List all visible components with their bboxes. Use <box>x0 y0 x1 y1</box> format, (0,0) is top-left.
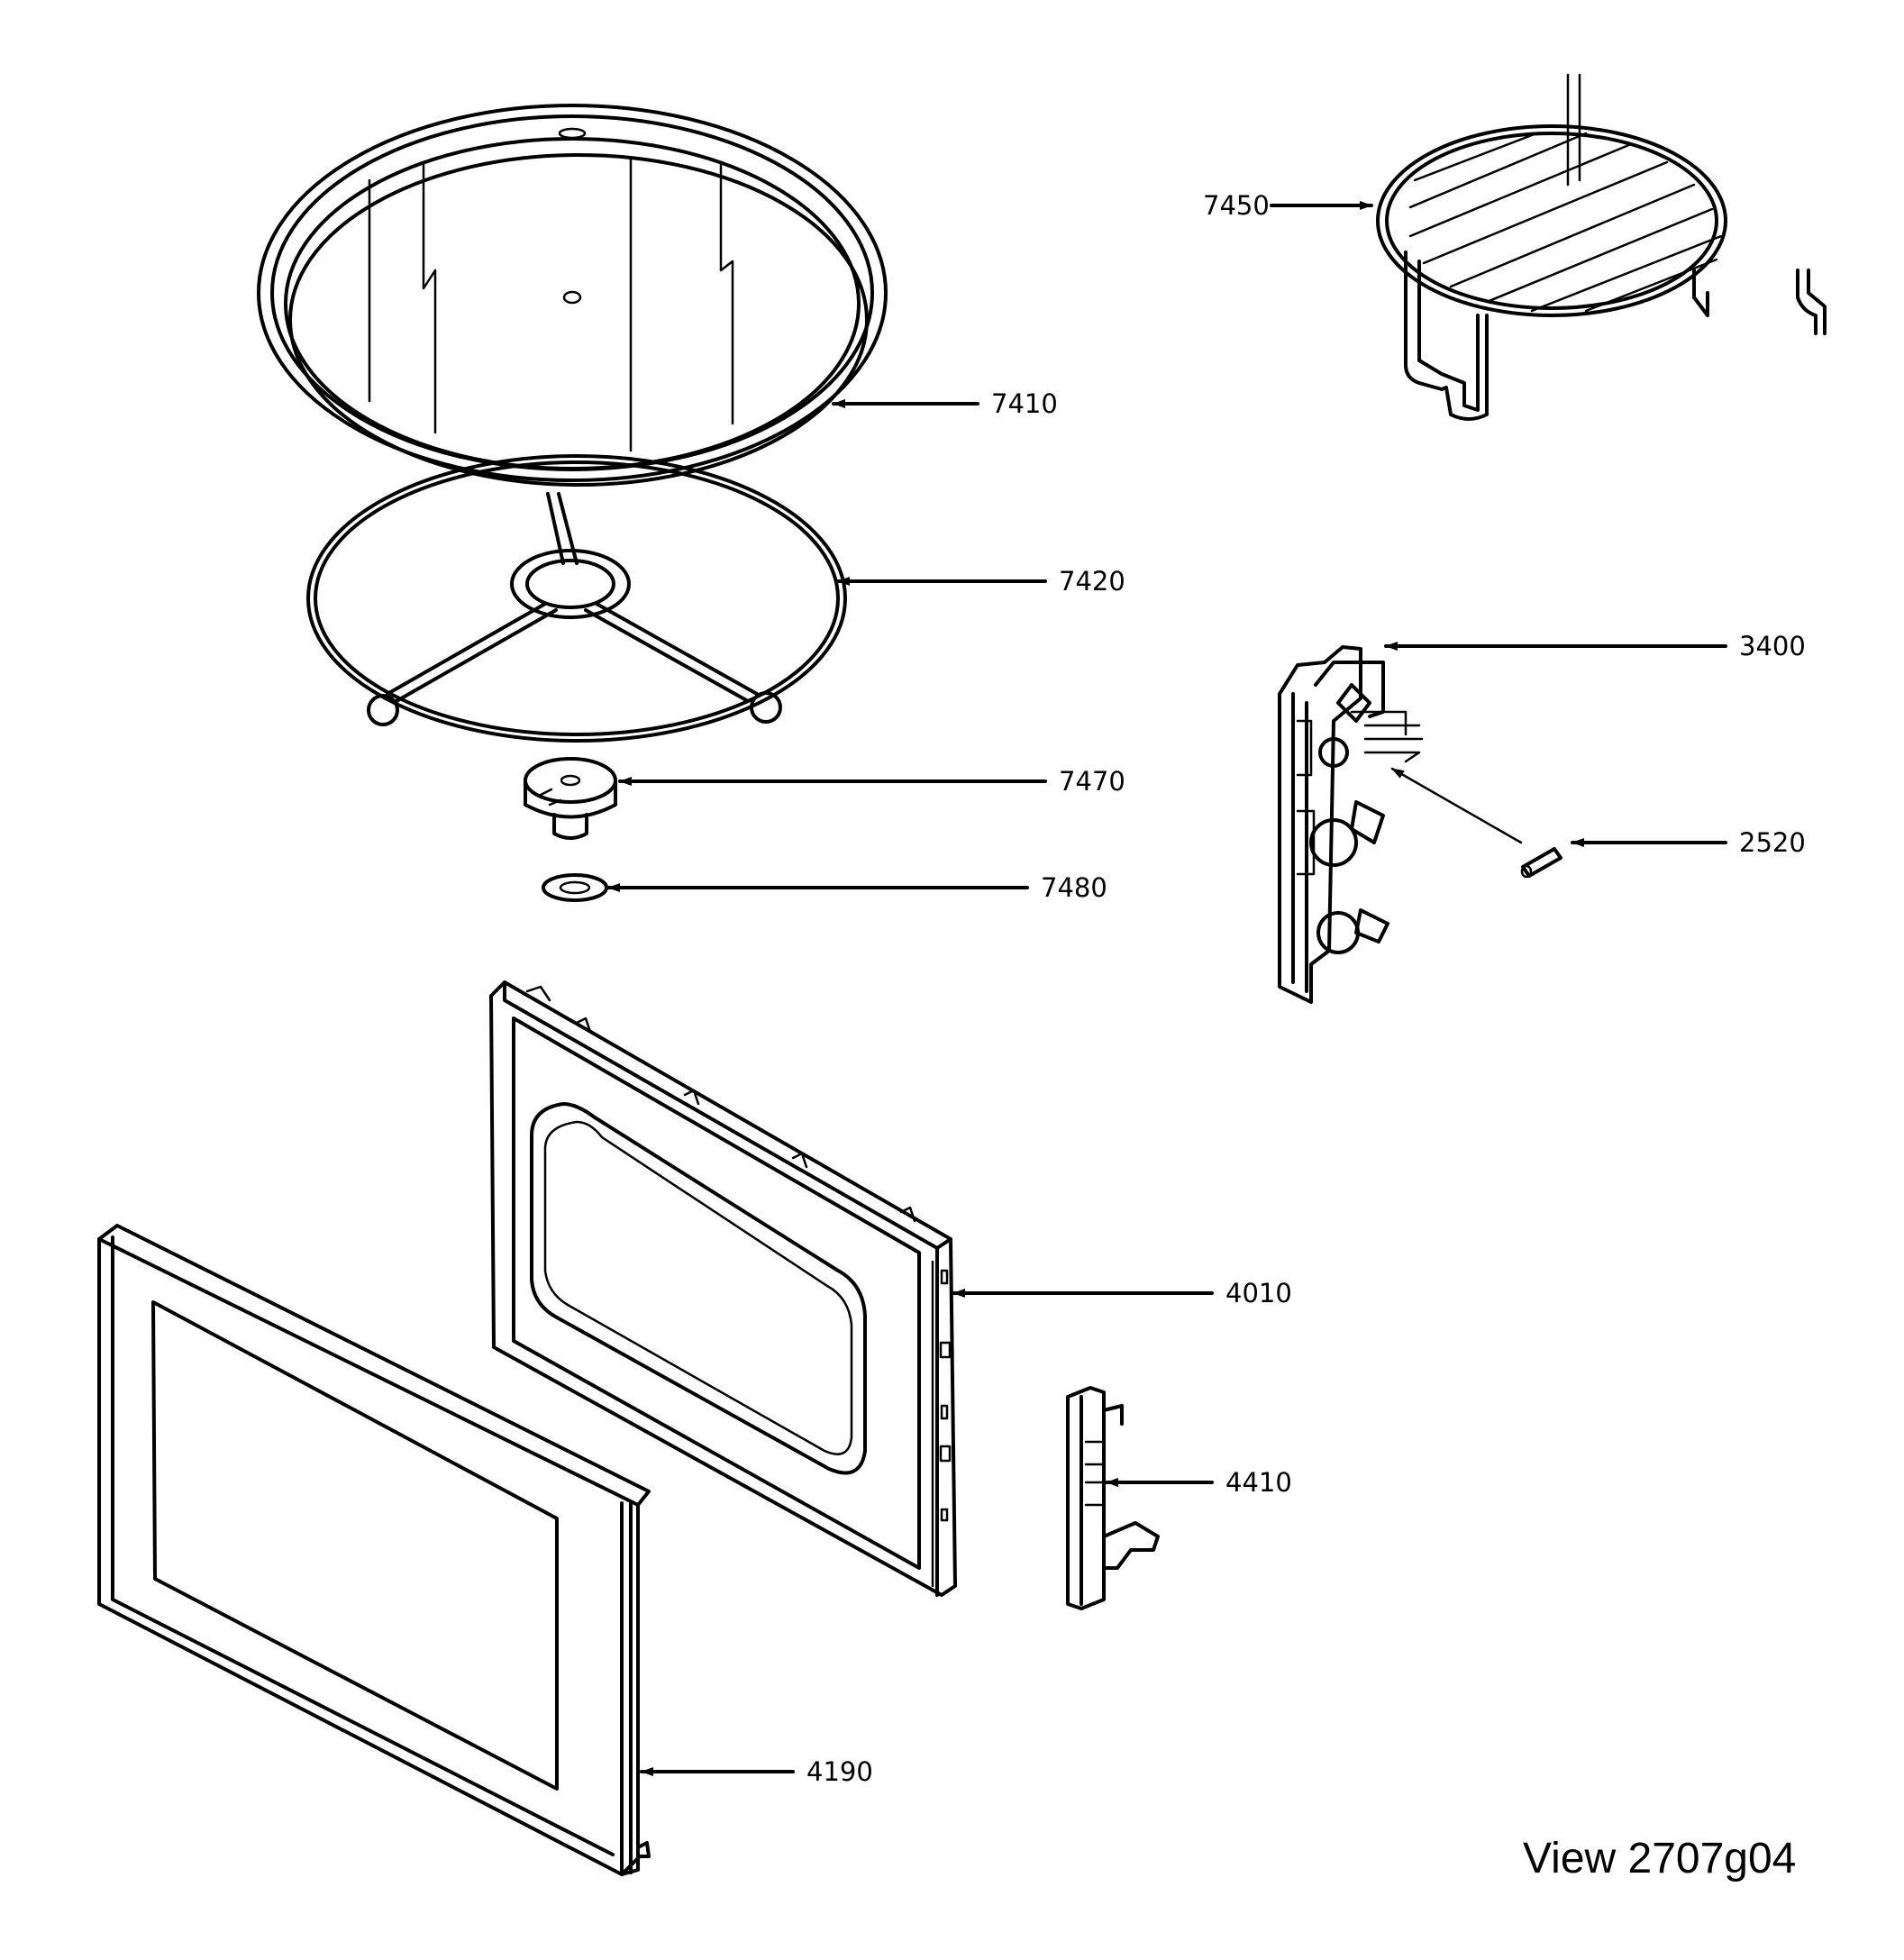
door-frame-drawing <box>489 980 957 1597</box>
callout-4410: 4410 <box>1225 1467 1292 1498</box>
coupler-drawing <box>524 757 617 840</box>
callout-7480: 7480 <box>1041 872 1107 903</box>
outer-door-panel-drawing <box>97 1224 651 1876</box>
fuse-drawing <box>1520 847 1562 879</box>
roller-ring-drawing <box>306 454 847 743</box>
callout-7420: 7420 <box>1059 566 1125 597</box>
callout-7470: 7470 <box>1059 766 1125 797</box>
latch-switch-assembly-drawing <box>1278 645 1424 1004</box>
callout-3400: 3400 <box>1739 631 1806 661</box>
callout-4190: 4190 <box>806 1756 873 1787</box>
callout-7410: 7410 <box>991 388 1058 419</box>
view-label: View 2707g04 <box>1523 1835 1796 1883</box>
callout-4010: 4010 <box>1225 1278 1292 1308</box>
turntable-tray-drawing <box>257 104 888 487</box>
callout-7450: 7450 <box>1203 190 1270 221</box>
callout-2520: 2520 <box>1739 827 1806 858</box>
washer-drawing <box>542 873 608 902</box>
wire-rack-drawing <box>1376 73 1827 421</box>
latch-hook-drawing <box>1066 1386 1160 1610</box>
